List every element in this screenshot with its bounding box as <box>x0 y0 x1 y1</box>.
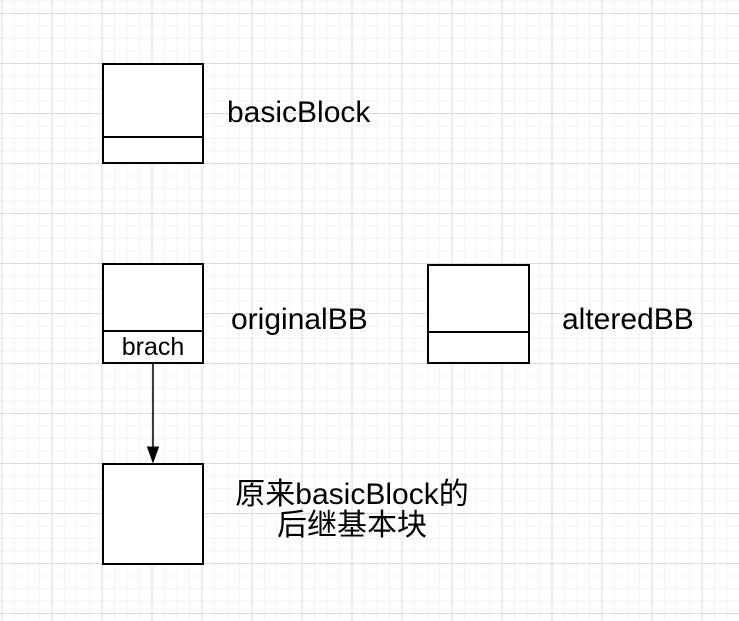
branch-arrowhead-icon <box>146 446 160 464</box>
originalbb-branch-text: brach <box>121 332 185 361</box>
successor-block-shape[interactable] <box>102 463 204 565</box>
originalbb-shape-bottom-compartment: brach <box>104 330 202 362</box>
originalbb-label[interactable]: originalBB <box>231 303 368 336</box>
branch-arrow[interactable] <box>144 363 164 464</box>
alteredbb-shape[interactable] <box>427 264 530 364</box>
alteredbb-shape-bottom-compartment <box>429 331 528 362</box>
basicblock-shape-body <box>104 65 202 136</box>
successor-block-label[interactable]: 原来basicBlock的 后继基本块 <box>235 478 469 542</box>
originalbb-shape[interactable]: brach <box>102 263 204 364</box>
originalbb-shape-body <box>104 265 202 330</box>
basicblock-shape-bottom-compartment <box>104 136 202 162</box>
successor-block-body <box>104 465 202 563</box>
alteredbb-label[interactable]: alteredBB <box>562 303 694 336</box>
basicblock-label[interactable]: basicBlock <box>227 96 371 129</box>
basicblock-shape[interactable] <box>102 63 204 164</box>
alteredbb-shape-body <box>429 266 528 331</box>
